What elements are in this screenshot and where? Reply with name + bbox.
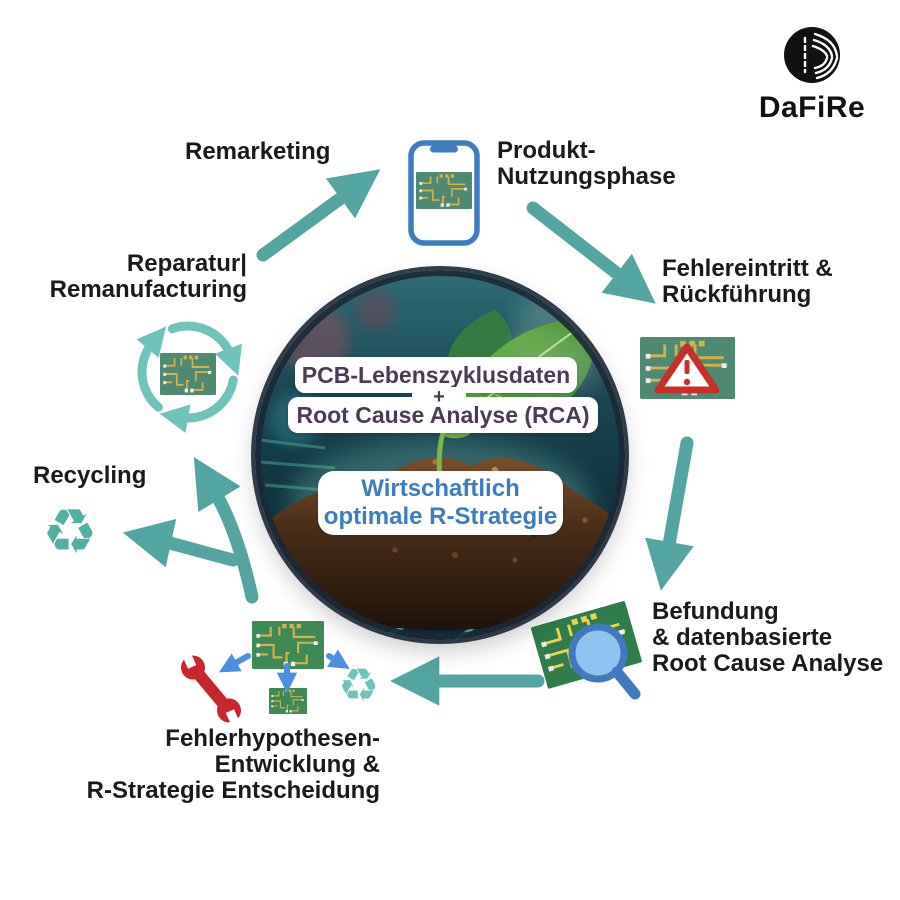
label-fehlereintritt-rueckfuehrung: Fehlereintritt & Rückführung	[662, 255, 833, 308]
center-photo-circle	[255, 270, 625, 640]
inspection-magnifier-icon	[530, 600, 643, 700]
label-recycling: Recycling	[33, 462, 147, 489]
center-box-lifecycle-data: PCB-Lebenszyklusdaten	[295, 357, 577, 393]
plant-pcb-photo	[255, 270, 625, 640]
label-produkt-nutzungsphase: Produkt- Nutzungsphase	[497, 137, 676, 190]
label-fehlerhypothesen-entscheidung: Fehlerhypothesen- Entwicklung & R-Strate…	[86, 725, 380, 804]
arrow-decision-branch	[122, 456, 259, 604]
decision-pcb-icon	[218, 621, 350, 714]
phone-icon	[408, 140, 480, 246]
label-remarketing: Remarketing	[185, 138, 331, 165]
repair-cycle-icon	[136, 321, 242, 433]
label-befundung-rca: Befundung & datenbasierte Root Cause Ana…	[652, 598, 884, 677]
arrow-remarketing-to-usage	[256, 169, 381, 262]
label-reparatur-remanufacturing: Reparatur| Remanufacturing	[49, 250, 247, 303]
fault-pcb-warning-icon	[640, 337, 735, 399]
center-box-plus: +	[412, 386, 466, 408]
recycling-icon: ♻	[42, 498, 98, 567]
arrow-fault-to-befundung	[645, 436, 694, 591]
center-box-strategy: Wirtschaftlich optimale R-Strategie	[318, 471, 563, 535]
option-arrow-repair	[218, 653, 251, 673]
dafire-logo-block: DaFiRe	[745, 26, 879, 125]
option-arrow-recycle	[326, 649, 350, 669]
wrench-icon	[181, 649, 241, 729]
dafire-logo-icon	[784, 27, 840, 83]
arrow-usage-to-fault	[526, 201, 656, 304]
recycle-option-icon: ♻	[338, 659, 380, 711]
dafire-logo-text: DaFiRe	[758, 91, 866, 124]
